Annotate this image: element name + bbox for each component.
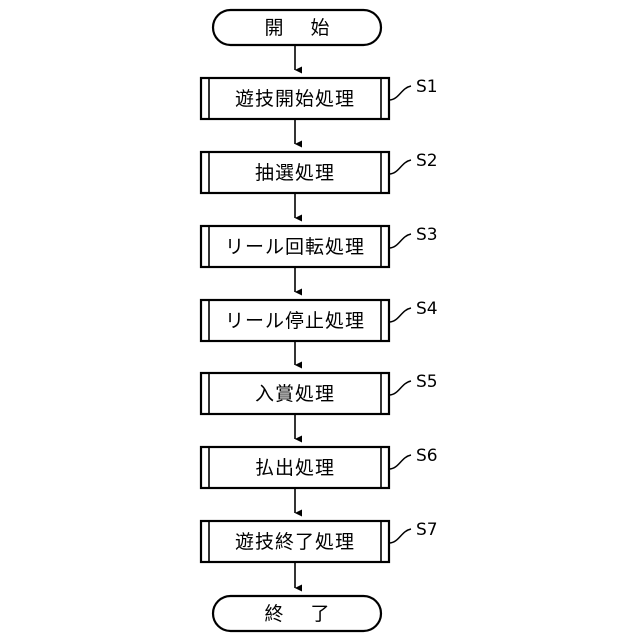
start-terminal-shape (211, 8, 383, 47)
process-box-s3[interactable]: リール回転処理 (199, 224, 391, 269)
end-terminal-shape (211, 594, 383, 633)
step-callout-s1: S1 (388, 77, 438, 101)
process-box-s2[interactable]: 抽選処理 (199, 150, 391, 195)
start-terminal-label: 開 始 (264, 17, 333, 39)
process-box-s4[interactable]: リール停止処理 (199, 298, 391, 343)
step-callout-s7: S7 (388, 520, 438, 544)
process-box-s6[interactable]: 払出処理 (199, 445, 391, 490)
step-callout-s6: S6 (388, 446, 438, 470)
step-label-s7: S7 (416, 520, 438, 540)
process-box-s7-label: 遊技終了処理 (235, 531, 355, 553)
step-label-s4: S4 (416, 299, 438, 319)
process-box-s3-shape (199, 224, 391, 269)
end-terminal[interactable]: 終 了 (211, 594, 383, 633)
process-box-s6-shape (199, 445, 391, 490)
process-box-s1[interactable]: 遊技開始処理 (199, 76, 391, 121)
process-box-s5-label: 入賞処理 (255, 383, 335, 405)
process-box-s2-shape (199, 150, 391, 195)
process-box-s4-label: リール停止処理 (225, 310, 365, 332)
step-label-s1: S1 (416, 77, 438, 97)
step-leader-line-s7 (388, 528, 412, 544)
step-leader-line-s6 (388, 454, 412, 470)
process-box-s7[interactable]: 遊技終了処理 (199, 519, 391, 564)
step-label-s3: S3 (416, 225, 438, 245)
process-box-s6-label: 払出処理 (255, 457, 335, 479)
step-label-s6: S6 (416, 446, 438, 466)
step-callout-s5: S5 (388, 372, 438, 396)
step-label-s5: S5 (416, 372, 438, 392)
step-leader-line-s4 (388, 307, 412, 323)
process-box-s1-label: 遊技開始処理 (235, 88, 355, 110)
process-box-s2-label: 抽選処理 (255, 162, 335, 184)
step-label-s2: S2 (416, 151, 438, 171)
step-callout-s3: S3 (388, 225, 438, 249)
process-box-s1-shape (199, 76, 391, 121)
process-box-s3-label: リール回転処理 (225, 236, 365, 258)
process-box-s4-shape (199, 298, 391, 343)
step-leader-line-s5 (388, 380, 412, 396)
process-box-s5-shape (199, 371, 391, 416)
step-callout-s2: S2 (388, 151, 438, 175)
process-box-s7-shape (199, 519, 391, 564)
step-callout-s4: S4 (388, 299, 438, 323)
end-terminal-label: 終 了 (264, 603, 333, 625)
process-box-s5[interactable]: 入賞処理 (199, 371, 391, 416)
step-leader-line-s2 (388, 159, 412, 175)
step-leader-line-s3 (388, 233, 412, 249)
step-leader-line-s1 (388, 85, 412, 101)
start-terminal[interactable]: 開 始 (211, 8, 383, 47)
